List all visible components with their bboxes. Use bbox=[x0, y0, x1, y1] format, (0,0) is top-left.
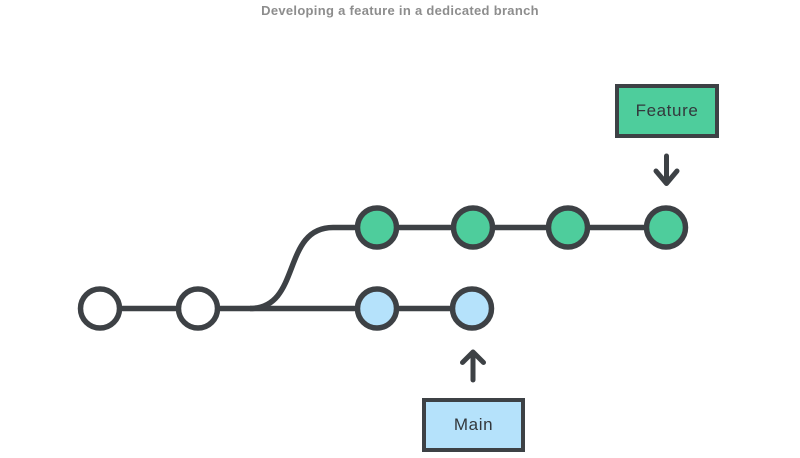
commit-node-main-commits bbox=[354, 286, 400, 331]
feature-branch-label: Feature bbox=[615, 84, 719, 138]
branch-fork-curve bbox=[249, 224, 334, 312]
main-arrow-up-icon bbox=[460, 349, 486, 383]
commit-node-feature-commits bbox=[450, 205, 496, 250]
diagram-title: Developing a feature in a dedicated bran… bbox=[261, 3, 539, 18]
commit-node-feature-commits bbox=[354, 205, 400, 250]
commit-node-feature-commits bbox=[545, 205, 591, 250]
main-branch-label: Main bbox=[422, 398, 525, 452]
commit-nodes bbox=[77, 205, 689, 331]
commit-node-base-commits bbox=[77, 286, 123, 331]
main-branch-label-text: Main bbox=[453, 415, 494, 434]
commit-node-main-commits bbox=[449, 286, 495, 331]
commit-node-feature-commits bbox=[643, 205, 689, 250]
commit-node-base-commits bbox=[175, 286, 221, 331]
feature-arrow-down-icon bbox=[653, 153, 680, 186]
feature-branch-label-text: Feature bbox=[635, 101, 699, 120]
